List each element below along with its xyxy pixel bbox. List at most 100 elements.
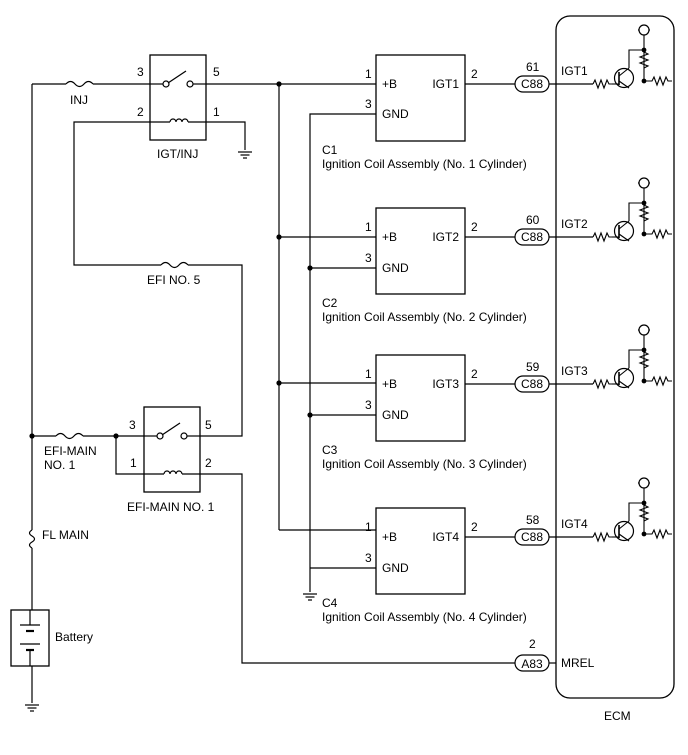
transistor-icon — [628, 349, 644, 368]
coil-pin-number: 2 — [471, 67, 478, 81]
resistor-icon — [644, 75, 672, 87]
ecm-pin-number: 61 — [526, 60, 540, 74]
terminal-icon — [638, 24, 650, 36]
transistor-icon — [628, 202, 644, 221]
transistor-icon — [628, 49, 644, 68]
efimain-relay-pin: 5 — [205, 418, 212, 432]
junction-dot — [641, 347, 647, 353]
junction-dot — [641, 47, 647, 53]
coil-pin-number: 1 — [365, 520, 372, 534]
coil-plus-b-label: +B — [382, 530, 397, 544]
coil-name-label: Ignition Coil Assembly (No. 4 Cylinder) — [322, 610, 527, 624]
junction-dots — [29, 81, 313, 439]
ground-icon — [302, 593, 318, 601]
coil-box — [375, 507, 466, 595]
coil-gnd-label: GND — [382, 107, 409, 121]
coil-gnd-label: GND — [382, 408, 409, 422]
coil-pin-number: 2 — [471, 220, 478, 234]
coil-id-label: C2 — [322, 296, 338, 310]
coil-igt-label: IGT2 — [432, 230, 459, 244]
coil-box — [375, 54, 466, 142]
transistor-icon — [618, 533, 630, 542]
junction-dot — [641, 200, 647, 206]
coil-name-label: Ignition Coil Assembly (No. 1 Cylinder) — [322, 157, 527, 171]
connector-label: C88 — [521, 230, 543, 244]
transistor-icon — [618, 80, 630, 89]
coil-pin-number: 2 — [471, 367, 478, 381]
connector-label: C88 — [521, 377, 543, 391]
ecm-pin-number: 58 — [526, 513, 540, 527]
coil-igt-label: IGT3 — [432, 377, 459, 391]
igt-inj-relay — [149, 54, 207, 141]
mrel-connection — [514, 654, 556, 672]
resistor-icon — [638, 504, 650, 522]
coil-id-label: C1 — [322, 143, 338, 157]
connector-label: C88 — [521, 530, 543, 544]
coil-gnd-label: GND — [382, 561, 409, 575]
fuse-icon — [28, 529, 36, 549]
resistor-icon — [638, 204, 650, 222]
battery-symbol — [10, 609, 50, 667]
mrel-connector-label: A83 — [521, 657, 543, 671]
coil-plus-b-label: +B — [382, 77, 397, 91]
transistor-icon — [618, 520, 630, 530]
junction-dot — [641, 500, 647, 506]
terminal-icon — [638, 177, 650, 189]
supply-wiring — [31, 80, 515, 703]
igt-relay-pin: 5 — [213, 65, 220, 79]
mrel-pin-number: 2 — [529, 637, 536, 651]
coil-pin-number: 3 — [365, 97, 372, 111]
coil-plus-b-label: +B — [382, 377, 397, 391]
coil-pin-number: 2 — [471, 520, 478, 534]
resistor-icon — [592, 531, 613, 543]
ecm-signal-label: IGT2 — [561, 217, 588, 231]
ecm-label: ECM — [604, 709, 631, 723]
coil-box — [375, 207, 466, 295]
efimain-relay-pin: 3 — [129, 418, 136, 432]
efimain-relay-pin: 1 — [130, 456, 137, 470]
battery-label: Battery — [55, 630, 93, 644]
coil-name-label: Ignition Coil Assembly (No. 3 Cylinder) — [322, 457, 527, 471]
ground-icon — [24, 704, 40, 712]
inj-fuse-label: INJ — [70, 93, 88, 107]
coil-pin-number: 3 — [365, 398, 372, 412]
igt-relay-pin: 2 — [137, 105, 144, 119]
efi-main-relay — [143, 406, 201, 493]
transistor-icon — [618, 67, 630, 77]
efi5-fuse-label: EFI NO. 5 — [147, 273, 201, 287]
coil-igt-label: IGT4 — [432, 530, 459, 544]
coil-id-label: C3 — [322, 443, 338, 457]
igt-relay-label: IGT/INJ — [157, 147, 198, 161]
efimain-fuse-label: EFI-MAIN — [44, 444, 97, 458]
coil-pin-number: 3 — [365, 251, 372, 265]
resistor-icon — [644, 528, 672, 540]
resistor-icon — [638, 51, 650, 69]
coil-plus-b-label: +B — [382, 230, 397, 244]
coil-pin-number: 1 — [365, 367, 372, 381]
resistor-icon — [592, 231, 613, 243]
coil-gnd-label: GND — [382, 261, 409, 275]
resistor-icon — [592, 378, 613, 390]
coil-igt-label: IGT1 — [432, 77, 459, 91]
efimain-relay-pin: 2 — [205, 456, 212, 470]
terminal-icon — [638, 477, 650, 489]
coil-pin-number: 1 — [365, 67, 372, 81]
ecm-signal-label: IGT4 — [561, 517, 588, 531]
transistor-icon — [618, 367, 630, 377]
ecm-pin-number: 59 — [526, 360, 540, 374]
coil-pin-number: 1 — [365, 220, 372, 234]
mrel-signal-label: MREL — [561, 656, 595, 670]
ecm-signal-label: IGT1 — [561, 64, 588, 78]
resistor-icon — [644, 228, 672, 240]
resistor-icon — [592, 78, 613, 90]
coil-pin-number: 3 — [365, 551, 372, 565]
ecm-signal-label: IGT3 — [561, 364, 588, 378]
transistor-icon — [618, 220, 630, 230]
ecm-pin-number: 60 — [526, 213, 540, 227]
igt-relay-pin: 3 — [137, 65, 144, 79]
coil-name-label: Ignition Coil Assembly (No. 2 Cylinder) — [322, 310, 527, 324]
resistor-icon — [644, 375, 672, 387]
ground-icon — [237, 151, 253, 159]
